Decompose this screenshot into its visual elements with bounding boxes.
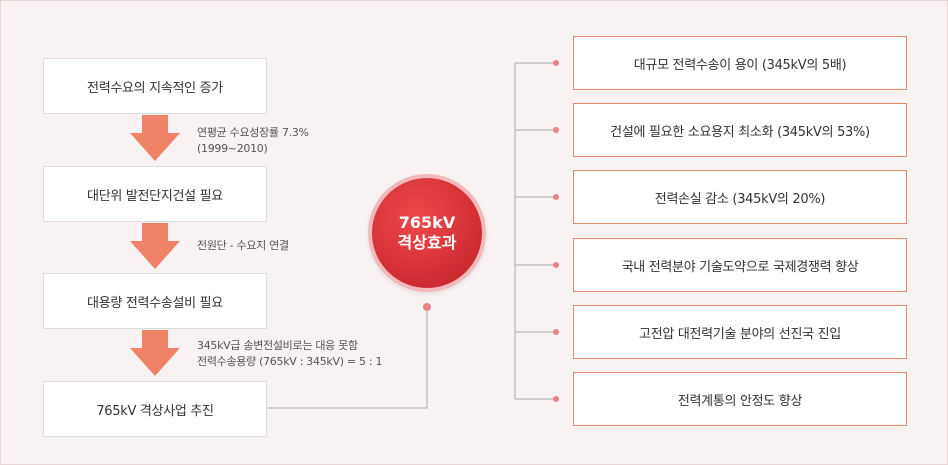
note-3-line-2: 전력수송용량 (765kV : 345kV) = 5 : 1 <box>197 355 383 368</box>
connector-dot-3 <box>553 194 559 200</box>
note-3-line-1: 345kV급 송변전설비로는 대응 못함 <box>197 339 358 352</box>
effect-box-4: 국내 전력분야 기술도약으로 국제경쟁력 향상 <box>573 238 907 292</box>
connector-dot-2 <box>553 127 559 133</box>
effect-box-1: 대규모 전력수송이 용이 (345kV의 5배) <box>573 36 907 90</box>
connector-left <box>267 307 428 409</box>
step-box-4: 765kV 격상사업 추진 <box>43 381 267 437</box>
connector-dot-1 <box>553 60 559 66</box>
step-box-2: 대단위 발전단지건설 필요 <box>43 166 267 222</box>
note-2: 전원단 - 수요지 연결 <box>197 238 289 254</box>
center-title-line-1: 765kV <box>398 213 456 232</box>
step-box-1: 전력수요의 지속적인 증가 <box>43 58 267 114</box>
center-circle: 765kV 격상효과 <box>368 174 486 292</box>
note-1-line-1: 연평균 수요성장률 7.3% <box>197 126 309 139</box>
center-title-line-2: 격상효과 <box>397 233 457 252</box>
connector-dot-6 <box>553 396 559 402</box>
down-arrow-icon <box>130 223 180 269</box>
effect-box-3: 전력손실 감소 (345kV의 20%) <box>573 170 907 224</box>
note-2-line-1: 전원단 - 수요지 연결 <box>197 239 289 252</box>
step-box-3: 대용량 전력수송설비 필요 <box>43 273 267 329</box>
effect-box-2: 건설에 필요한 소요용지 최소화 (345kV의 53%) <box>573 103 907 157</box>
note-1: 연평균 수요성장률 7.3% (1999~2010) <box>197 125 309 157</box>
connector-dot-center <box>423 303 431 311</box>
connector-dot-5 <box>553 329 559 335</box>
effect-box-5: 고전압 대전력기술 분야의 선진국 진입 <box>573 305 907 359</box>
effect-box-6: 전력계통의 안정도 향상 <box>573 372 907 426</box>
down-arrow-icon <box>130 115 180 161</box>
note-1-line-2: (1999~2010) <box>197 142 268 155</box>
connector-dot-4 <box>553 262 559 268</box>
note-3: 345kV급 송변전설비로는 대응 못함 전력수송용량 (765kV : 345… <box>197 338 382 370</box>
down-arrow-icon <box>130 330 180 376</box>
